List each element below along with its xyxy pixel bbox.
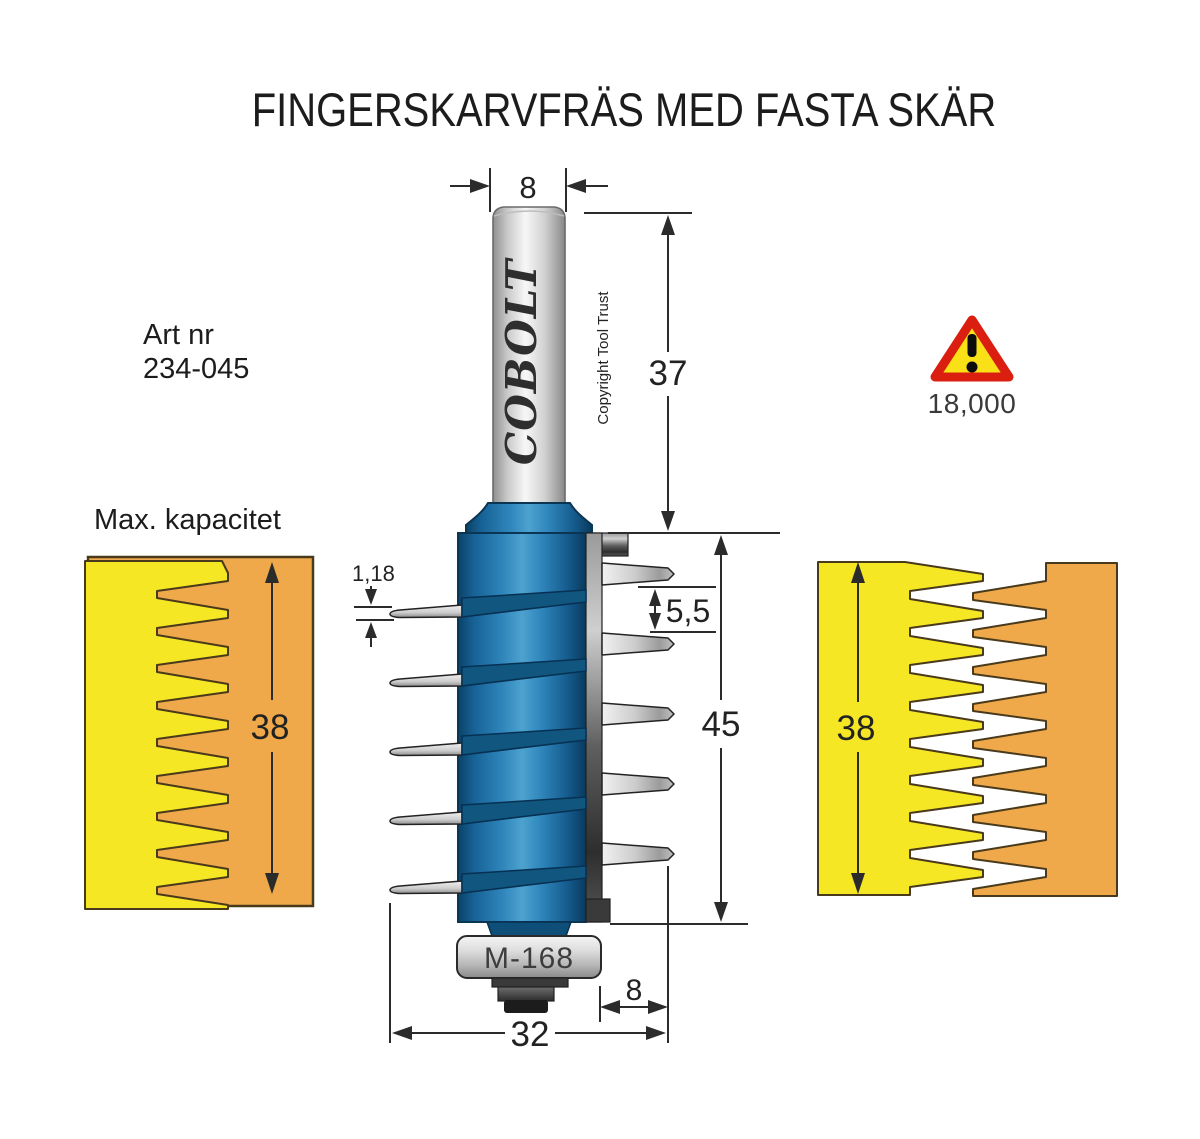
exclamation-bar <box>967 334 977 357</box>
dim-tooth-spacing: 5,5 <box>638 586 716 633</box>
article-label: Art nr <box>143 319 214 351</box>
dim-shank-length-value: 37 <box>649 354 688 393</box>
dim-cutting-diameter-value: 32 <box>511 1015 550 1054</box>
max-rpm-warning: 18,000 <box>924 313 1020 420</box>
copyright-text: Copyright Tool Trust <box>595 291 612 425</box>
arbor-assembly: M-168 <box>456 921 602 1013</box>
yellow-board-fingers-open <box>817 561 984 896</box>
nut-collar <box>491 977 569 988</box>
section-strip <box>585 532 603 923</box>
dim-shank-diameter: 8 <box>450 168 608 212</box>
article-number: 234-045 <box>143 353 250 386</box>
capacity-joined-boards-figure: 38 <box>84 555 315 910</box>
max-capacity-label: Max. kapacitet <box>94 504 281 536</box>
shank-top-edge <box>493 210 565 217</box>
exclamation-dot <box>966 361 978 373</box>
yellow-board-fingers <box>84 560 229 910</box>
shank: COBOLT <box>492 206 566 513</box>
max-rpm-value: 18,000 <box>927 388 1017 419</box>
dim-capacity-right: 38 <box>837 562 876 894</box>
threaded-stub <box>497 986 555 1002</box>
section-bottom-step <box>585 898 611 923</box>
dim-tooth-spacing-value: 5,5 <box>666 593 710 629</box>
dim-shank-length: 37 <box>584 212 692 531</box>
orange-board-fingers-open <box>972 562 1118 897</box>
article-number-block: Art nr 234-045 <box>143 318 249 386</box>
dim-finger-depth: 8 <box>599 974 668 1022</box>
left-blades <box>389 589 587 895</box>
warning-triangle-icon <box>930 315 1014 382</box>
dim-cutting-length-value: 45 <box>702 705 741 744</box>
dim-blade-thickness: 1,18 <box>352 561 395 647</box>
dim-capacity-right-value: 38 <box>837 709 876 748</box>
dim-shank-diameter-value: 8 <box>519 170 536 205</box>
page-title: FINGERSKARVFRÄS MED FASTA SKÄR <box>251 83 997 136</box>
dim-cutting-length: 45 <box>608 532 780 925</box>
dim-capacity-left-value: 38 <box>251 708 290 747</box>
dim-finger-depth-value: 8 <box>626 974 643 1007</box>
router-bit-figure: COBOLT Copyright Tool Trust <box>352 168 780 1054</box>
right-blades <box>601 562 675 866</box>
brand-text: COBOLT <box>497 257 546 465</box>
dim-cutting-diameter: 32 <box>389 866 669 1054</box>
nut-marking: M-168 <box>484 942 574 975</box>
dim-capacity-left: 38 <box>251 562 290 894</box>
shank-body <box>492 206 566 513</box>
stub-end <box>504 1000 548 1013</box>
capacity-open-joint-figure: 38 <box>817 561 1118 897</box>
cutter-body <box>457 502 593 923</box>
hub <box>485 921 573 937</box>
collar <box>465 502 593 534</box>
cutter-cross-section <box>585 532 675 923</box>
dim-blade-thickness-value: 1,18 <box>352 561 395 586</box>
